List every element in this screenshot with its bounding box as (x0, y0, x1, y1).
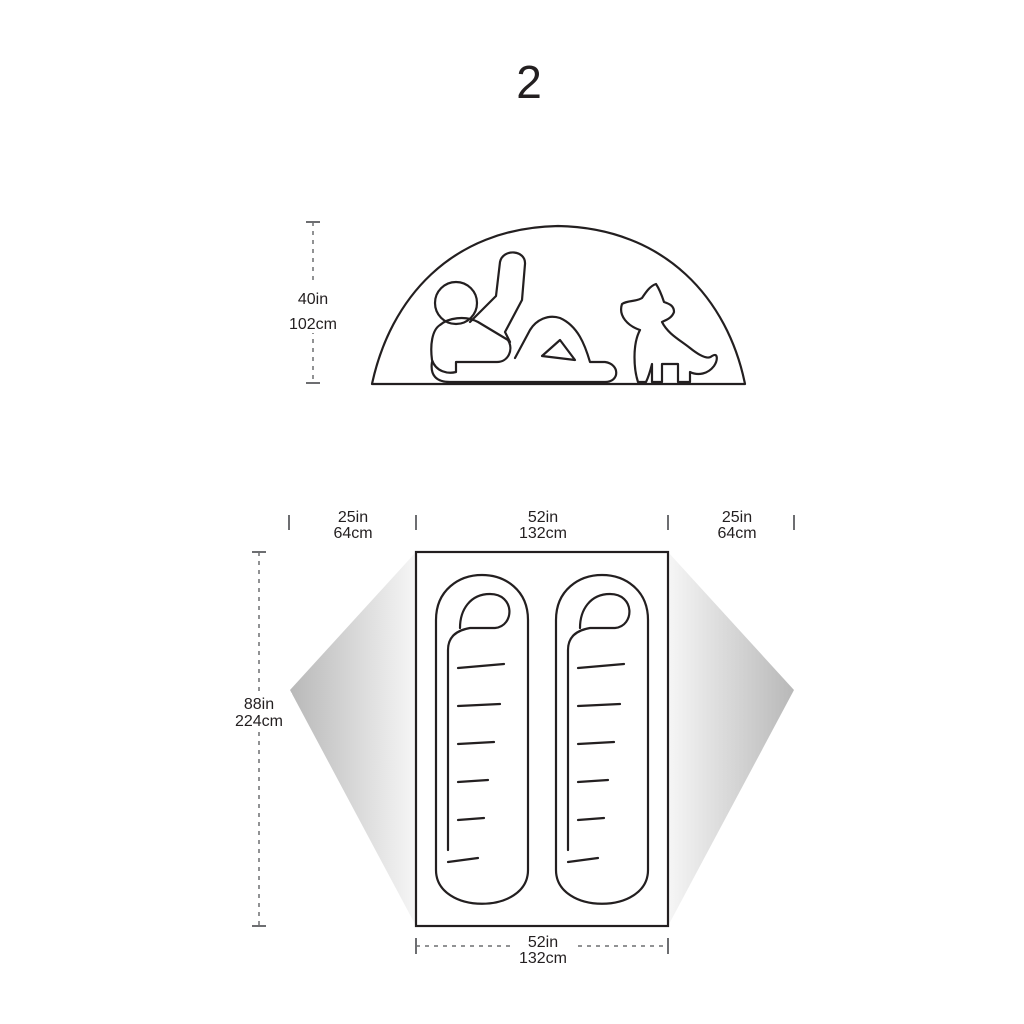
floor-length-dimension: 88in 224cm (226, 551, 292, 927)
floor-length-cm: 224cm (235, 713, 283, 730)
tent-floor (414, 550, 670, 928)
floor-width-bottom-dimension: 52in 132cm (415, 934, 669, 967)
top-dimensions: 25in 64cm 52in 132cm 25in 64cm (288, 509, 795, 542)
right-vestibule-cm: 64cm (717, 525, 756, 542)
floor-length-in: 88in (244, 696, 274, 713)
floor-width-top-in: 52in (528, 509, 558, 526)
left-vestibule-cm: 64cm (333, 525, 372, 542)
floor-width-bottom-in: 52in (528, 934, 558, 951)
left-vestibule-in: 25in (338, 509, 368, 526)
right-vestibule (668, 552, 794, 926)
floor-width-top-cm: 132cm (519, 525, 567, 542)
tent-dome-outline (370, 224, 747, 386)
person-reclining-icon (430, 251, 618, 384)
floor-plan: 25in 64cm 52in 132cm 25in 64cm (226, 509, 795, 967)
dog-icon (620, 282, 718, 384)
height-in-label: 40in (298, 291, 328, 308)
height-dimension: 40in 102cm (280, 221, 350, 384)
sleeping-bag-icon (434, 574, 530, 905)
side-view: 40in 102cm (280, 221, 747, 386)
left-vestibule (290, 552, 416, 926)
right-vestibule-in: 25in (722, 509, 752, 526)
capacity-number: 2 (516, 56, 542, 108)
floor-width-bottom-cm: 132cm (519, 950, 567, 967)
sleeping-bag-icon (554, 574, 650, 905)
height-cm-label: 102cm (289, 316, 337, 333)
